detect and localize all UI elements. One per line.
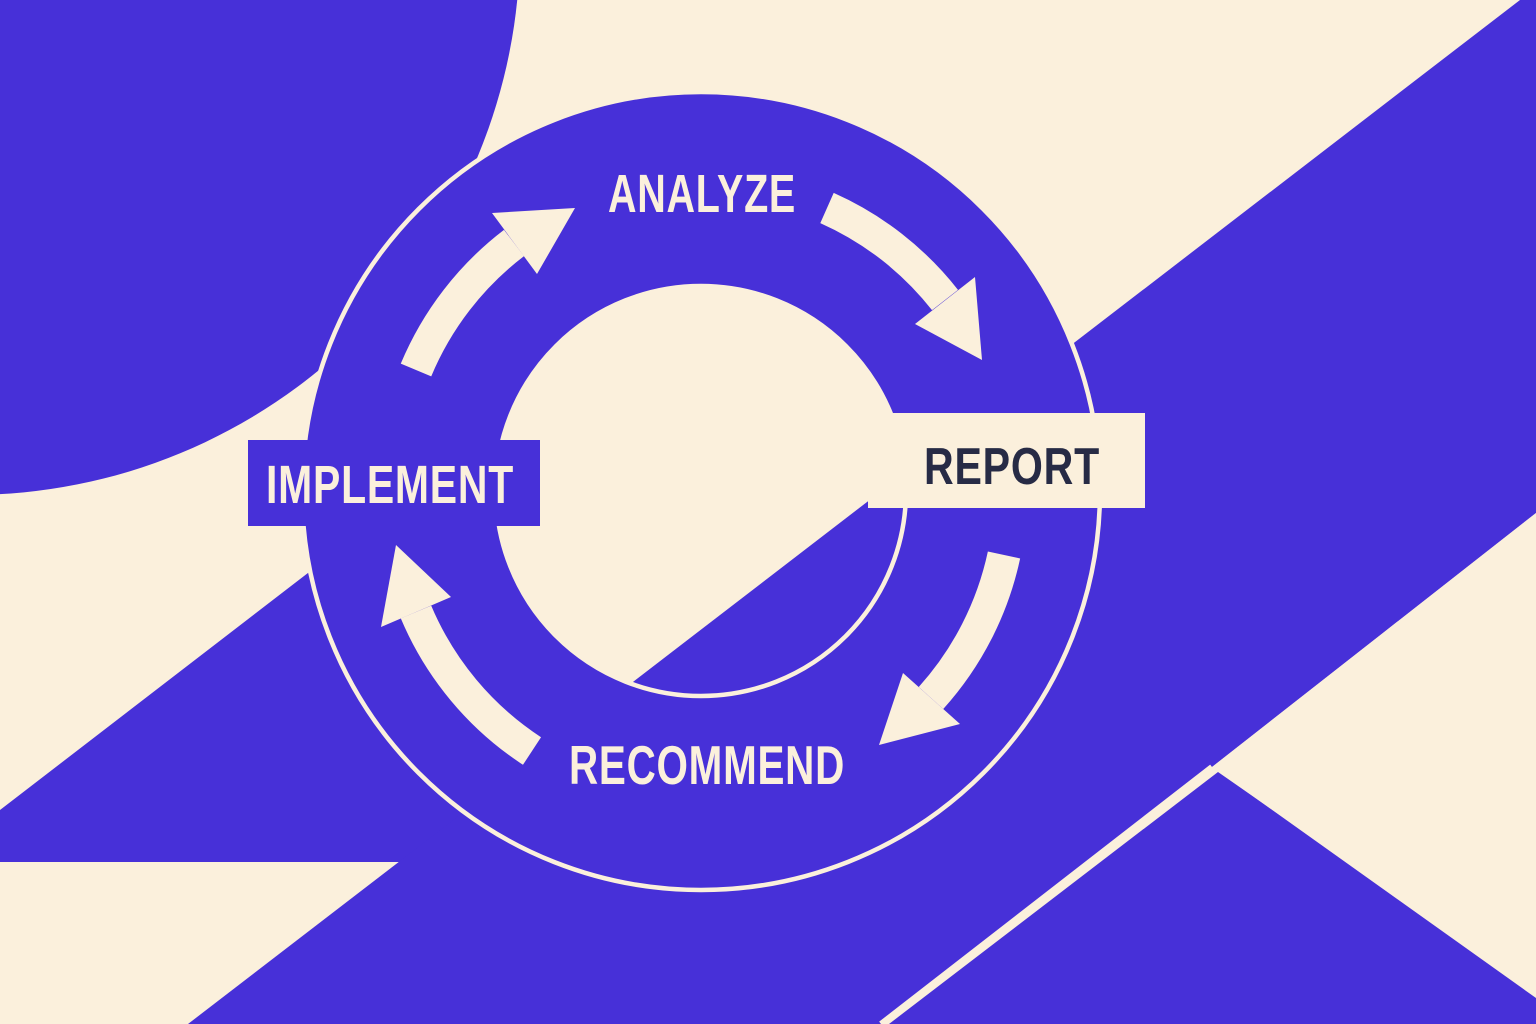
stage-label-implement: IMPLEMENT [266, 455, 514, 515]
stage-label-report: REPORT [924, 438, 1100, 496]
arrow-implement-to-analyze-icon [400, 208, 575, 377]
arrow-analyze-to-report-icon [820, 192, 982, 360]
band-edge-hairline [879, 764, 1214, 1024]
stage-label-recommend: RECOMMEND [569, 734, 845, 796]
report-stage-box [868, 413, 1145, 508]
bottom-right-corner-shape [889, 772, 1536, 1024]
bottom-right-wedge-shape [1212, 513, 1536, 998]
arrow-recommend-to-implement-icon [381, 545, 542, 765]
stage-label-analyze: ANALYZE [608, 164, 796, 224]
top-left-blob-shape [0, 0, 518, 495]
arrow-report-to-recommend-icon [879, 551, 1021, 745]
implement-stage-box [248, 440, 540, 526]
